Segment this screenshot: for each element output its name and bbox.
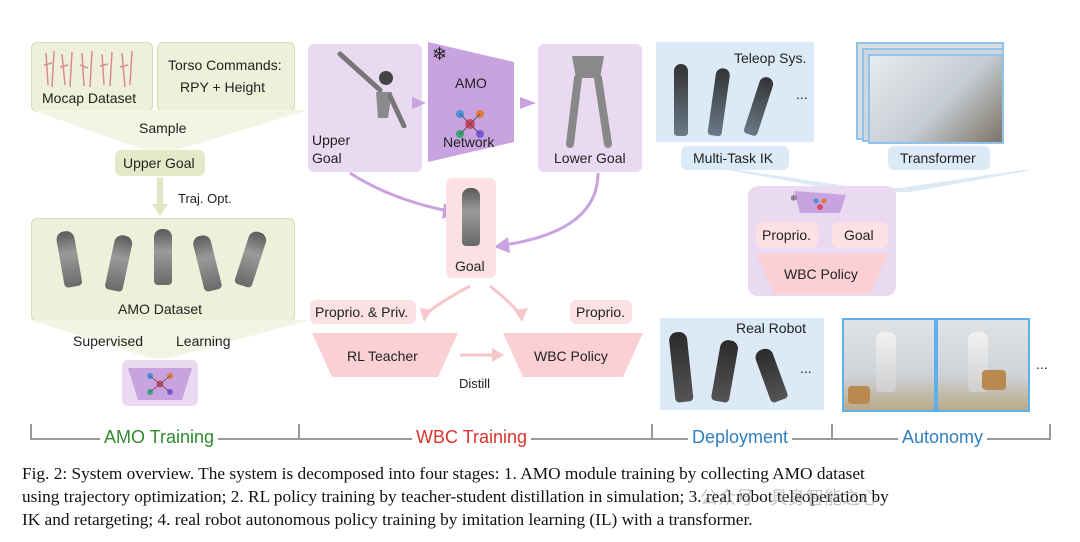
deploy-goal-box: Goal (832, 222, 888, 248)
proprio-label: Proprio. (576, 304, 626, 320)
real-robot-panel: Real Robot ... (660, 318, 824, 410)
upper-goal-line2: Goal (312, 150, 342, 166)
learning-label: Learning (176, 333, 231, 349)
autonomy-frame-2 (936, 318, 1030, 412)
stage-wbc-training: WBC Training (412, 427, 532, 448)
mocap-figures-icon (43, 50, 133, 88)
upper-goal-label: Upper Goal (123, 155, 195, 171)
real-robot-ellipsis: ... (800, 360, 812, 376)
amo-network-output-box (122, 360, 198, 406)
deploy-goal-label: Goal (844, 227, 874, 243)
multi-task-ik-box: Multi-Task IK (681, 146, 789, 170)
deploy-proprio-label: Proprio. (762, 227, 812, 243)
snowflake-icon: ❄ (432, 44, 448, 64)
amo-network-trapezoid (428, 42, 514, 162)
amo-network-line2: Network (443, 134, 495, 150)
proprio-box: Proprio. (570, 300, 632, 324)
robot-pose-4 (191, 233, 223, 293)
torso-commands-line2: RPY + Height (180, 79, 265, 95)
traj-opt-label: Traj. Opt. (178, 191, 232, 206)
goal-label: Goal (455, 258, 485, 274)
lower-goal-label: Lower Goal (554, 150, 626, 166)
stage-amo-training: AMO Training (100, 427, 219, 448)
rl-teacher-label: RL Teacher (347, 348, 418, 364)
svg-text:❄: ❄ (790, 194, 798, 204)
amo-dataset-label: AMO Dataset (118, 301, 203, 317)
robot-pose-2 (104, 233, 134, 293)
robot-pose-1 (55, 229, 83, 289)
supervised-label: Supervised (73, 333, 144, 349)
basket-2 (982, 370, 1006, 390)
amo-network-line1: AMO (455, 75, 487, 91)
proprio-priv-box: Proprio. & Priv. (310, 300, 416, 324)
frozen-amo-icon: ❄ (790, 191, 846, 213)
stage-deployment: Deployment (688, 427, 793, 448)
autonomy-frame-1 (842, 318, 936, 412)
mocap-dataset-box: Mocap Dataset (31, 42, 153, 112)
teleop-sys-label: Teleop Sys. (734, 50, 807, 66)
rl-teacher-trapezoid (312, 333, 458, 377)
supervised-funnel (30, 320, 310, 358)
goal-split-arrows (420, 284, 528, 322)
arrow-amo-to-lower (520, 97, 536, 109)
amo-network-icon (128, 368, 192, 400)
transformer-box: Transformer (888, 146, 990, 170)
deploy-wbc-policy-label: WBC Policy (784, 266, 858, 282)
goal-box: Goal (446, 178, 496, 278)
amo-dataset-box: AMO Dataset (31, 218, 295, 322)
robot-pose-5 (233, 229, 269, 289)
deploy-wbc-policy-trapezoid (756, 254, 888, 294)
watermark: 公众号 · 具身智能之心 (700, 488, 878, 508)
deploy-proprio-box: Proprio. (756, 222, 818, 248)
caption-line2: using trajectory optimization; 2. RL pol… (22, 487, 889, 506)
multi-task-ik-label: Multi-Task IK (693, 150, 774, 166)
policy-panel: ❄ Proprio. Goal WBC Policy (748, 186, 896, 296)
sample-funnel (32, 110, 308, 152)
teleop-person-3 (743, 75, 775, 137)
torso-commands-line1: Torso Commands: (168, 57, 282, 73)
torso-commands-box: Torso Commands: RPY + Height (157, 42, 295, 112)
arrow-upper-to-amo (412, 97, 426, 109)
teleop-ellipsis: ... (796, 86, 808, 102)
caption-line3: IK and retargeting; 4. real robot autono… (22, 510, 753, 529)
sample-label: Sample (139, 120, 187, 136)
teleop-person-1 (674, 64, 688, 136)
autonomy-robot-1 (876, 332, 896, 392)
wbc-policy-label: WBC Policy (534, 348, 608, 364)
real-robot-2 (710, 338, 740, 404)
upper-body-robot-icon (337, 51, 407, 128)
real-robot-3 (753, 346, 789, 404)
distill-arrow (460, 348, 504, 362)
proprio-priv-label: Proprio. & Priv. (315, 304, 409, 320)
autonomy-ellipsis: ... (1036, 356, 1048, 372)
figure-caption: Fig. 2: System overview. The system is d… (22, 462, 1062, 531)
upper-goal-box: Upper Goal (115, 150, 205, 176)
mocap-dataset-label: Mocap Dataset (42, 90, 137, 106)
arrow-traj-opt (152, 178, 168, 216)
stage-autonomy: Autonomy (898, 427, 988, 448)
lower-goal-panel: Lower Goal (538, 44, 642, 172)
teleop-person-2 (707, 67, 731, 137)
upper-goal-line1: Upper (312, 132, 351, 148)
upper-goal-panel: Upper Goal (308, 44, 422, 172)
teleop-panel: Teleop Sys. ... (656, 42, 814, 142)
lower-body-robot-icon (566, 56, 612, 148)
transformer-label: Transformer (900, 150, 976, 166)
robot-pose-3 (154, 229, 172, 285)
real-robot-1 (668, 331, 694, 403)
real-robot-label: Real Robot (736, 320, 807, 336)
distill-label: Distill (459, 376, 491, 391)
caption-line1: Fig. 2: System overview. The system is d… (22, 464, 865, 483)
wbc-policy-trapezoid (503, 333, 643, 377)
autonomy-camera-stack (856, 42, 1004, 144)
camera-view-image (868, 54, 1004, 144)
goal-robot-figure (462, 188, 480, 246)
basket-1 (848, 386, 870, 404)
